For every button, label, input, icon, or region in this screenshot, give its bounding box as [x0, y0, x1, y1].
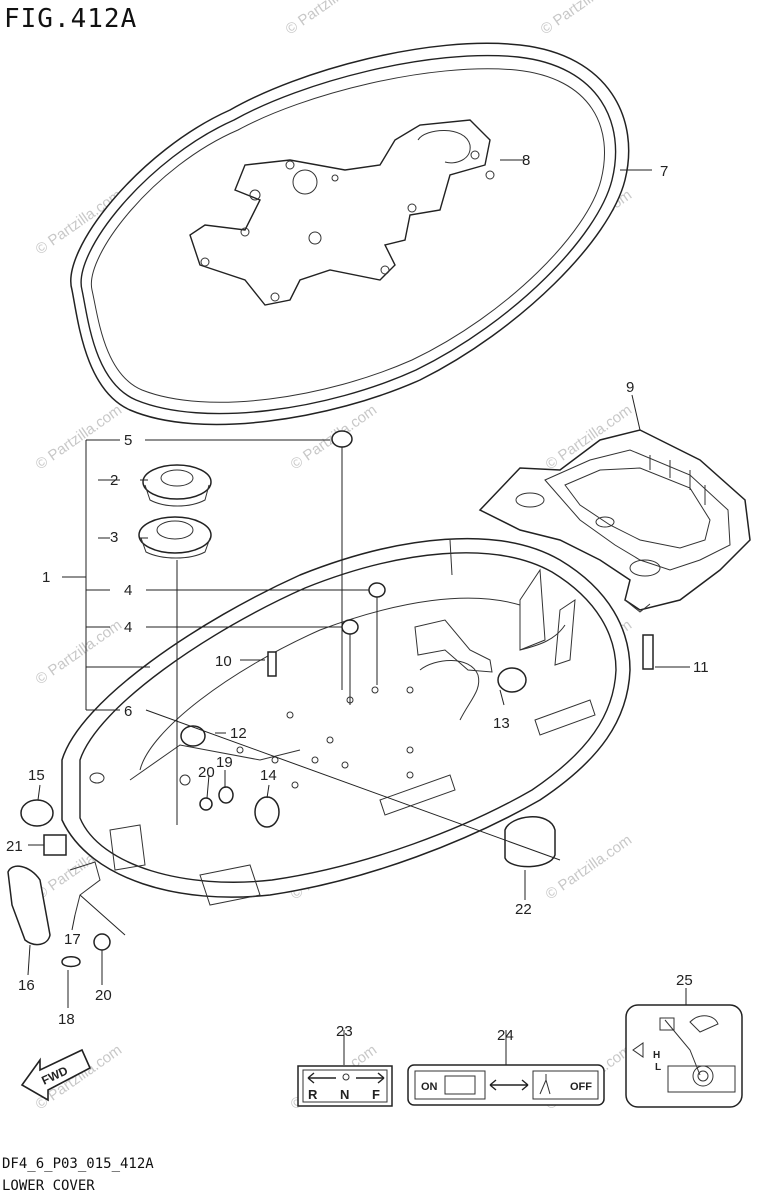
handle-part-9: [478, 429, 751, 613]
figure-code: DF4_6_P03_015_412A: [2, 1156, 154, 1172]
callout-2: 2: [110, 472, 118, 489]
callout-5: 5: [124, 432, 132, 449]
nut-part-19: [218, 786, 234, 804]
figure-title: FIG.412A: [4, 4, 138, 34]
watermark: © Partzilla.com: [543, 831, 636, 903]
figure-name: LOWER COVER: [2, 1178, 95, 1194]
callout-8: 8: [522, 152, 530, 169]
washer-part-20a: [199, 797, 213, 811]
grommet-part-3: [138, 516, 212, 559]
callout-12: 12: [230, 725, 247, 742]
grommet-part-2: [142, 464, 212, 507]
switch-on-label: ON: [421, 1081, 438, 1093]
switch-decal-part-24: ON OFF: [407, 1064, 605, 1106]
seal-ring-part-7: [70, 42, 630, 426]
callout-7: 7: [660, 163, 668, 180]
callout-20a: 20: [198, 764, 215, 781]
shift-letter-f: F: [372, 1087, 380, 1102]
callout-23: 23: [336, 1023, 353, 1040]
leader-lines: [27, 159, 690, 1065]
shift-decal-part-23: R N F: [297, 1065, 393, 1107]
plug-part-4b: [341, 619, 359, 635]
callout-14: 14: [260, 767, 277, 784]
callout-10: 10: [215, 653, 232, 670]
shift-letter-n: N: [340, 1087, 349, 1102]
callout-13: 13: [493, 715, 510, 732]
bracket-part-17: [69, 861, 101, 916]
callout-17: 17: [64, 931, 81, 948]
bolt-part-11: [642, 634, 654, 670]
callout-16: 16: [18, 977, 35, 994]
gasket-part-8: [189, 119, 495, 306]
callout-20b: 20: [95, 987, 112, 1004]
callout-15: 15: [28, 767, 45, 784]
callout-21: 21: [6, 838, 23, 855]
screw-part-18: [61, 956, 81, 968]
shift-letter-r: R: [308, 1087, 318, 1102]
callout-9: 9: [626, 379, 634, 396]
plug-part-15: [20, 799, 54, 827]
callout-1: 1: [42, 569, 50, 586]
watermark: © Partzilla.com: [33, 616, 126, 688]
bolt-part-10: [267, 651, 277, 677]
callout-24: 24: [497, 1027, 514, 1044]
callout-numbers: 1 2 3 4 4 5 6 7 8 9 10 11 12 13 14 15 16…: [6, 152, 709, 1044]
grommet-part-14: [254, 796, 280, 828]
grommet-part-13: [497, 667, 527, 693]
forward-arrow: FWD: [20, 1048, 92, 1102]
watermark: © Partzilla.com: [33, 401, 126, 473]
callout-3: 3: [110, 529, 118, 546]
callout-11: 11: [693, 659, 709, 676]
callout-18: 18: [58, 1011, 75, 1028]
oil-high-label: H: [653, 1050, 660, 1061]
clip-part-21: [43, 834, 67, 856]
washer-part-20b: [93, 933, 111, 951]
watermark: © Partzilla.com: [283, 0, 376, 38]
callout-6: 6: [124, 703, 132, 720]
watermark: © Partzilla.com: [538, 0, 631, 38]
cover-part-16: [7, 865, 51, 946]
oil-level-decal-part-25: H L: [625, 1004, 743, 1108]
plug-part-5: [331, 430, 353, 448]
callout-19: 19: [216, 754, 233, 771]
callout-4a: 4: [124, 582, 132, 599]
grommet-part-22: [504, 816, 556, 868]
plug-part-4a: [368, 582, 386, 598]
callout-4b: 4: [124, 619, 132, 636]
grommet-part-12: [180, 725, 206, 747]
callout-25: 25: [676, 972, 693, 989]
callout-22: 22: [515, 901, 532, 918]
switch-off-label: OFF: [570, 1081, 592, 1093]
oil-low-label: L: [655, 1062, 661, 1073]
